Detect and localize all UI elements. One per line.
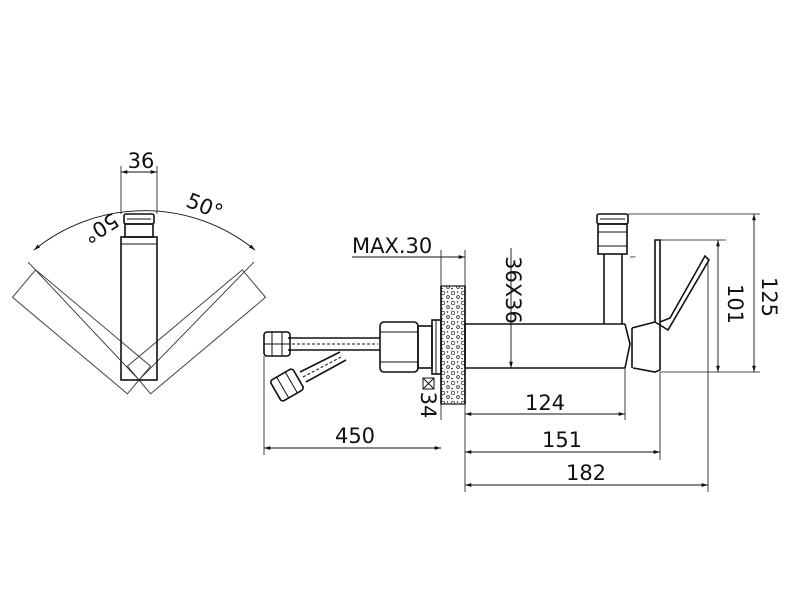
dim-34-label: 34 — [416, 392, 440, 419]
lever — [631, 239, 711, 373]
side-view: REF — [263, 213, 781, 492]
flex-hose-upper — [288, 337, 380, 351]
ghost-spout-right — [126, 269, 267, 395]
hose-fitting-upper — [263, 331, 291, 357]
dim-max30-label: MAX.30 — [352, 234, 432, 258]
swing-arc — [33, 210, 256, 251]
dim-182-label: 182 — [566, 461, 606, 485]
tiny-mark: REF — [630, 255, 636, 259]
hose-fitting-lower — [270, 368, 304, 402]
handle-knob-front — [123, 213, 155, 238]
ghost-spout-left — [11, 269, 152, 395]
angle-ray-right — [138, 261, 255, 381]
dim-151-label: 151 — [542, 428, 582, 452]
dim-450-label: 450 — [335, 424, 375, 448]
mounting-nut — [379, 319, 442, 375]
dim-36-label: 36 — [128, 149, 155, 173]
dim-125-label: 125 — [757, 277, 781, 317]
dim-124-label: 124 — [525, 391, 565, 415]
dim-101-label: 101 — [723, 284, 747, 324]
spout-body-side — [464, 323, 631, 369]
flex-hose-lower — [299, 351, 347, 383]
wall-section — [440, 285, 466, 405]
dim-36x36-label: 36X36 — [501, 256, 525, 324]
handle-stem — [603, 254, 623, 324]
hole-symbol — [422, 377, 435, 390]
angle-ray-left — [27, 261, 140, 381]
handle-knob-side: REF — [596, 213, 636, 259]
angle-right-label: 50° — [183, 188, 227, 224]
spout-body-front — [120, 236, 158, 381]
front-view: 36 50° 50° — [11, 149, 267, 395]
angle-left-label: 50° — [79, 208, 123, 248]
